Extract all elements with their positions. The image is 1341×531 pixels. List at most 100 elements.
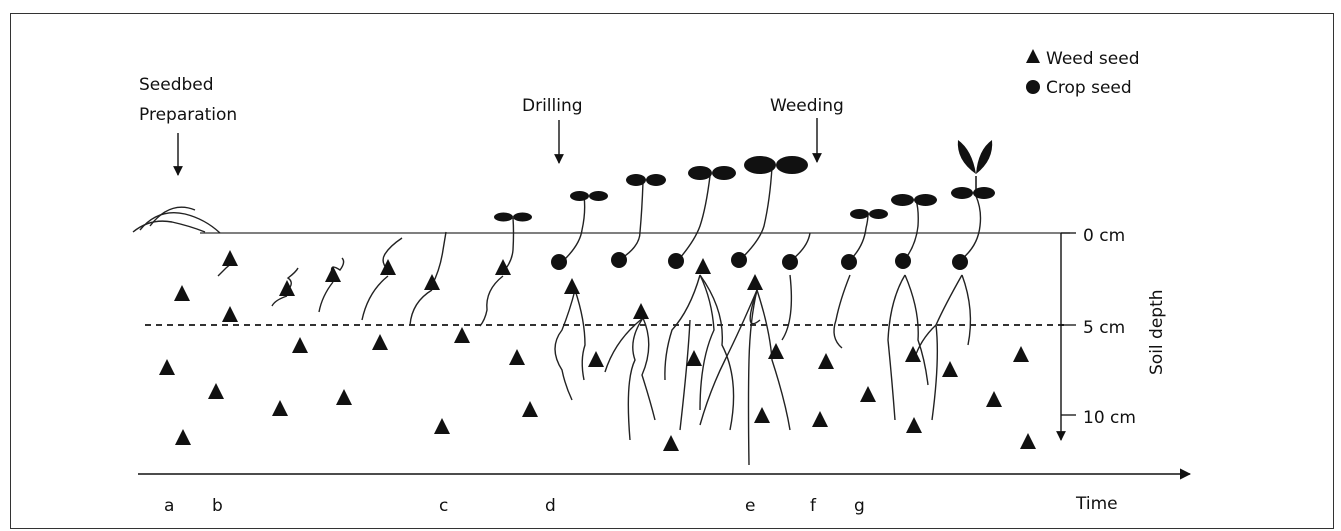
weed-seed-icon [1020,433,1036,449]
crop-root [904,274,929,386]
crop-root [781,274,793,341]
figure-frame [10,13,1334,529]
crop-root [699,274,715,411]
weed-seed-icon [663,435,679,451]
cotyledon-leaf [744,156,776,174]
crop-root [699,289,758,426]
time-marker-f: f [810,496,817,516]
weed-seed-icon [695,258,711,274]
weed-seed-icon [818,353,834,369]
crop-seed-icon [668,253,684,269]
time-marker-e: e [745,496,755,516]
crop-seed-icon [841,254,857,270]
weed-seed-icon [292,337,308,353]
crop-root [664,274,701,381]
weed-sprout [286,267,299,292]
crop-seeds [551,252,968,270]
crop-seed-icon [782,254,798,270]
weed-seed-icon [1013,346,1029,362]
time-marker-c: c [439,496,448,516]
crop-root [833,274,851,349]
weed-sprouts [217,217,515,327]
weed-sprout [479,275,504,327]
crop-shoot [621,181,644,259]
cotyledon-leaf [646,174,666,186]
cotyledon-leaf [712,166,736,180]
crop-cotyledons [494,140,995,222]
weed-seed-icon [380,259,396,275]
crop-shoot [851,213,869,259]
cotyledon-leaf [513,212,532,222]
crop-shoot [679,175,711,259]
crop-root [554,289,576,401]
weed-seed-icon [325,266,341,282]
weed-seeds [159,250,1036,451]
cotyledon-leaf [973,187,995,199]
weed-seed-icon [372,334,388,350]
crop-roots [554,274,972,466]
weed-seed-icon [522,401,538,417]
crop-root [679,319,691,431]
crop-seed-icon [611,252,627,268]
crop-root [604,317,644,373]
legend: Weed seed Crop seed [1026,49,1140,98]
weed-sprout [431,231,447,286]
weed-seed-icon [175,429,191,445]
weed-seed-icon [159,359,175,375]
weed-seed-icon [208,383,224,399]
cotyledon-leaf [688,166,712,180]
weed-seed-icon [174,285,190,301]
weed-sprout [361,275,389,321]
crop-seed-legend-icon [1026,80,1040,94]
weed-seed-icon [495,259,511,275]
depth-axis: 0 cm 5 cm 10 cm Soil depth [1056,226,1167,441]
cotyledon-leaf [951,187,973,199]
weed-seed-legend-icon [1026,49,1040,63]
time-axis-label: Time [1075,494,1118,514]
time-marker-b: b [212,496,223,516]
weed-seed-icon [434,418,450,434]
weed-seed-icon [860,386,876,402]
weed-seed-icon [424,274,440,290]
weed-seed-icon [812,411,828,427]
crop-seed-icon [952,254,968,270]
crop-shoot [905,199,919,259]
time-marker-g: g [854,496,865,516]
depth-axis-title: Soil depth [1147,289,1167,375]
weed-seed-icon [279,280,295,296]
crop-root [756,289,791,431]
cotyledon-leaf [891,194,914,206]
crop-root [627,317,644,441]
cotyledon-leaf [494,212,513,222]
time-axis: Time a b c d e f g [138,468,1192,516]
weed-seed-icon [588,351,604,367]
weed-seed-icon [905,346,921,362]
crop-shoot [793,232,811,259]
drilling-label: Drilling [522,96,583,116]
crop-root [887,274,906,421]
weeding-label: Weeding [770,96,844,116]
weed-seed-icon [222,250,238,266]
seedbed-label-line2: Preparation [139,105,237,125]
depth-tick-10cm: 10 cm [1083,408,1136,428]
legend-crop-seed-label: Crop seed [1046,78,1132,98]
depth-tick-0cm: 0 cm [1083,226,1125,246]
crop-root [574,289,586,381]
crop-shoots [561,166,982,263]
crop-root [699,274,735,431]
crop-seed-icon [731,252,747,268]
true-leaf [976,140,993,174]
weed-seed-icon [564,278,580,294]
crop-root [961,274,972,346]
time-marker-d: d [545,496,556,516]
weed-seed-icon [686,350,702,366]
cotyledon-leaf [850,209,869,219]
weed-seed-icon [754,407,770,423]
legend-weed-seed-label: Weed seed [1046,49,1140,69]
cotyledon-leaf [570,191,589,201]
time-marker-a: a [164,496,174,516]
weed-sprout [318,281,334,313]
cotyledon-leaf [589,191,608,201]
weed-seed-icon [272,400,288,416]
weed-seed-icon [509,349,525,365]
